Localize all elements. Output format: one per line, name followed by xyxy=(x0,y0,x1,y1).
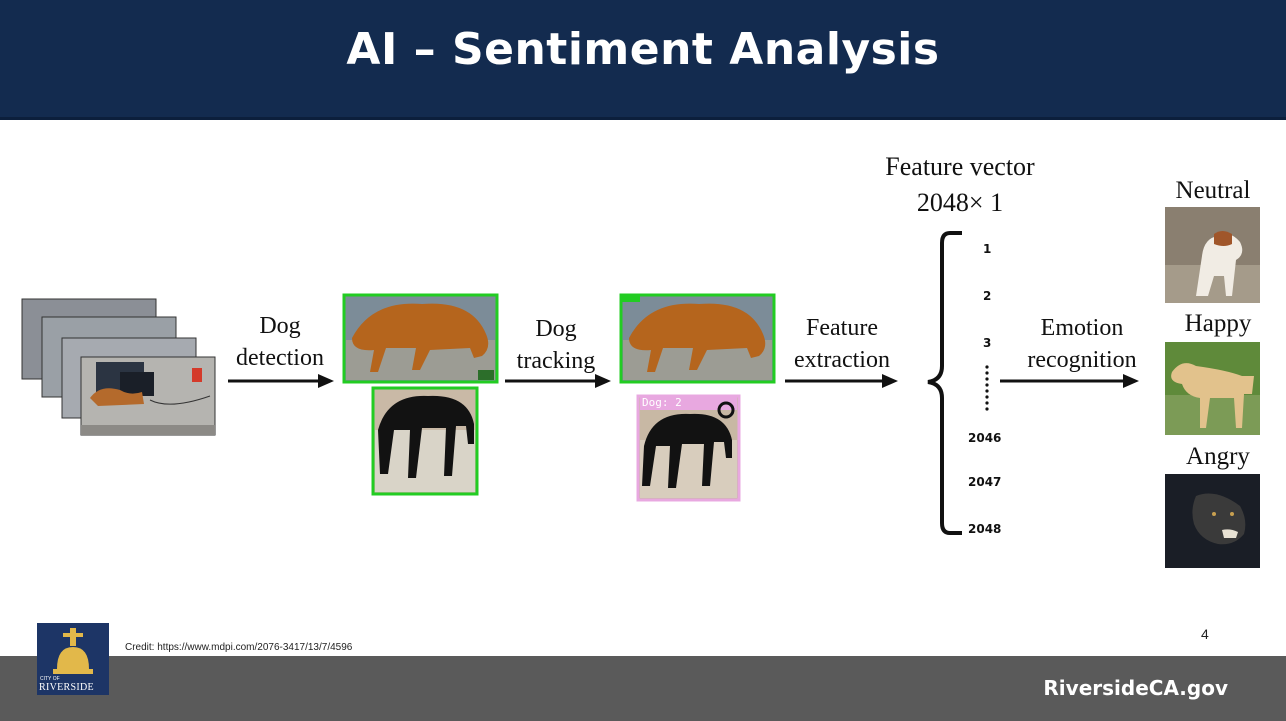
detection-label-line2: detection xyxy=(236,345,324,372)
detection-label: Dog detection xyxy=(222,310,338,375)
feature-extraction-label-line2: extraction xyxy=(794,347,890,374)
emotion-label-neutral: Neutral xyxy=(1175,177,1251,204)
vector-ellipsis xyxy=(985,365,989,411)
credit-text: Credit: https://www.mdpi.com/2076-3417/1… xyxy=(125,642,353,653)
emotion-label-angry: Angry xyxy=(1186,443,1250,470)
arrows xyxy=(228,374,1139,388)
emotion-label-happy: Happy xyxy=(1184,310,1252,337)
vector-entry-2047: 2047 xyxy=(968,475,1002,489)
vector-brace xyxy=(927,231,962,535)
feature-extraction-label: Feature extraction xyxy=(780,312,904,377)
emotion-recognition-label-line1: Emotion xyxy=(1040,315,1124,341)
page-number: 4 xyxy=(1201,626,1209,642)
vector-entry-1: 1 xyxy=(983,242,992,256)
vector-entry-2048: 2048 xyxy=(968,522,1002,536)
logo-riverside: RIVERSIDE xyxy=(39,682,94,693)
detection-image-bottom xyxy=(371,386,479,496)
feature-vector-size: 2048× 1 xyxy=(916,188,1004,217)
emotion-image-happy xyxy=(1165,342,1260,435)
vector-entry-3: 3 xyxy=(983,336,992,350)
slide-title: AI – Sentiment Analysis xyxy=(346,24,940,75)
title-bar xyxy=(0,0,1286,120)
tracking-label-line2: tracking xyxy=(516,348,596,375)
logo-city-of: CITY OF xyxy=(40,676,60,682)
vector-entry-2046: 2046 xyxy=(968,431,1002,445)
emotion-image-neutral xyxy=(1165,207,1260,303)
footer-bar xyxy=(0,656,1286,721)
feature-extraction-label-line1: Feature xyxy=(806,315,878,341)
tracking-label: Dog tracking xyxy=(500,313,612,378)
input-frames xyxy=(21,298,216,436)
emotion-recognition-label-line2: recognition xyxy=(1027,347,1137,374)
tracking-image-top xyxy=(619,293,776,384)
tracking-tag: Dog: 2 xyxy=(642,396,682,409)
footer-url: RiversideCA.gov xyxy=(1043,676,1228,700)
emotion-recognition-label: Emotion recognition xyxy=(1006,312,1158,377)
detection-image-top xyxy=(342,293,499,384)
city-logo: CITY OF RIVERSIDE xyxy=(37,623,109,695)
tracking-image-bottom xyxy=(636,394,741,502)
tracking-label-line1: Dog xyxy=(535,316,577,342)
vector-entry-2: 2 xyxy=(983,289,992,303)
detection-label-line1: Dog xyxy=(259,313,301,339)
feature-vector-title: Feature vector xyxy=(885,152,1035,181)
emotion-image-angry xyxy=(1165,474,1260,568)
